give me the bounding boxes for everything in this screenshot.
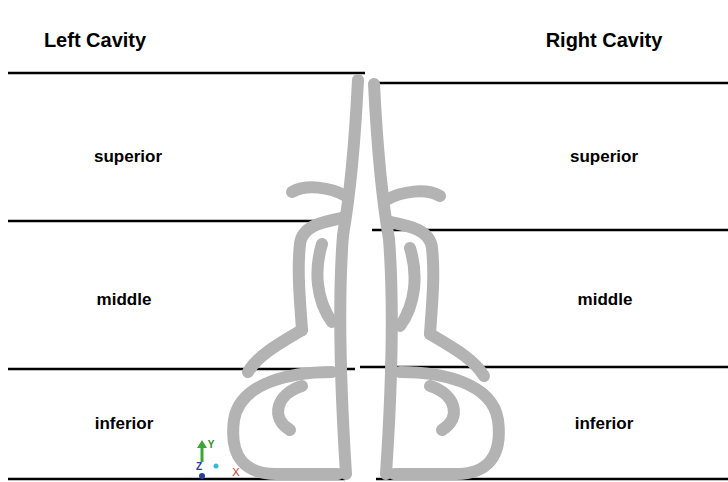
region-lines	[8, 73, 728, 479]
region-label: middle	[578, 290, 633, 310]
region-label: inferior	[95, 414, 154, 434]
lateral-wall	[390, 222, 433, 334]
axis-label: Y	[208, 439, 215, 450]
axis-label: X	[232, 466, 239, 478]
axis-dot	[214, 464, 219, 469]
inferior-turbinate-curl	[278, 386, 302, 430]
inferior-turbinate	[394, 372, 499, 474]
region-line	[8, 72, 365, 75]
lateral-wall	[248, 330, 302, 372]
region-label: superior	[94, 147, 162, 167]
region-label: middle	[97, 290, 152, 310]
left-nasal-wall	[233, 80, 358, 474]
septum	[340, 80, 358, 474]
cavity-heading: Left Cavity	[44, 29, 146, 52]
inferior-turbinate-curl	[430, 386, 454, 430]
region-label: inferior	[575, 414, 634, 434]
region-label: superior	[570, 147, 638, 167]
axis-label: Z	[196, 461, 202, 472]
right-nasal-wall	[374, 84, 499, 474]
region-line	[376, 82, 728, 85]
y-axis-arrow	[201, 446, 204, 462]
region-line	[8, 220, 350, 223]
septum	[374, 84, 392, 474]
y-axis-head	[197, 440, 207, 448]
superior-turbinate	[386, 191, 440, 200]
middle-turbinate	[400, 248, 415, 326]
lateral-wall	[299, 218, 342, 330]
z-axis-dot	[199, 473, 205, 479]
cavity-heading: Right Cavity	[546, 29, 663, 52]
middle-turbinate	[317, 244, 332, 322]
inferior-turbinate	[233, 372, 338, 474]
superior-turbinate	[292, 187, 346, 196]
